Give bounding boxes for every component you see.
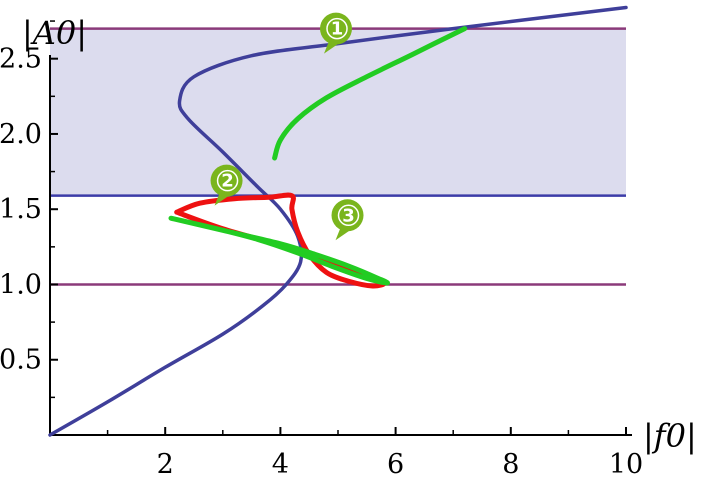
x-axis-label: |f0| bbox=[643, 417, 697, 455]
marker-label: 2 bbox=[221, 171, 234, 192]
y-tick-label: 0.5 bbox=[0, 345, 42, 376]
y-tick-label: 1.0 bbox=[0, 269, 42, 300]
series-line-1 bbox=[272, 26, 468, 161]
ticks-layer: 2 4 6 8 10 0.5 1.0 1.5 2.0 2.5 bbox=[0, 20, 643, 480]
shaded-band-layer bbox=[50, 28, 626, 196]
x-tick-label: 2 bbox=[157, 449, 174, 480]
series-layer bbox=[48, 5, 628, 437]
marker-inner-circle bbox=[337, 204, 360, 227]
axes bbox=[49, 55, 632, 436]
series-line-0 bbox=[48, 5, 628, 437]
y-tick-label: 2.5 bbox=[0, 44, 42, 75]
marker-badge-1: 1 bbox=[320, 12, 352, 54]
series-line-3 bbox=[168, 215, 390, 286]
marker-inner-circle bbox=[216, 169, 239, 192]
x-tick-label: 4 bbox=[272, 449, 289, 480]
shaded-band bbox=[50, 28, 626, 196]
x-tick-label: 6 bbox=[387, 449, 404, 480]
marker-label: 3 bbox=[342, 205, 355, 226]
y-axis-label: |A0| bbox=[22, 14, 87, 52]
marker-badge-3: 3 bbox=[331, 199, 364, 241]
marker-label: 1 bbox=[331, 19, 344, 40]
x-tick-label: 8 bbox=[502, 449, 519, 480]
y-tick-label: 2.0 bbox=[0, 119, 42, 150]
y-tick-label: 1.5 bbox=[0, 194, 42, 225]
markers-layer: 1 2 3 bbox=[210, 12, 364, 241]
marker-badge-2: 2 bbox=[210, 164, 243, 206]
x-tick-label: 10 bbox=[609, 449, 643, 480]
marker-inner-circle bbox=[326, 17, 348, 40]
